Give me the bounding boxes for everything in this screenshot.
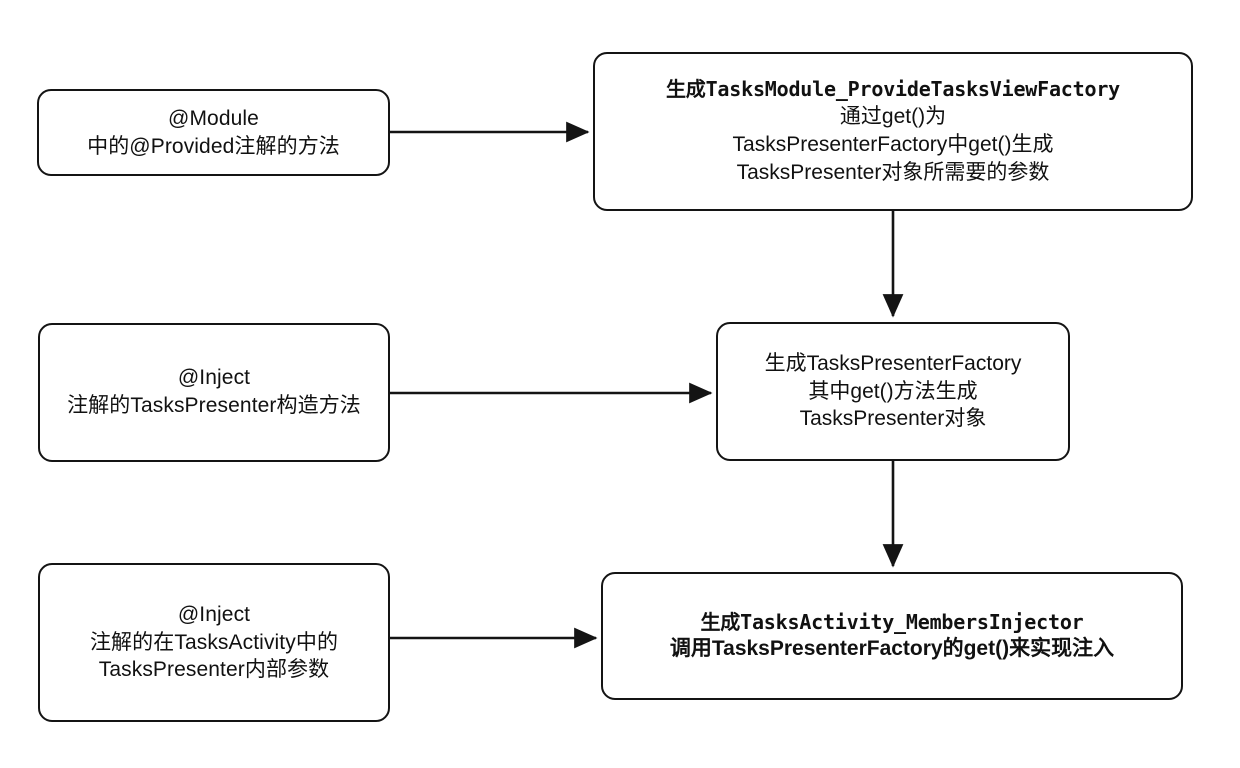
node-inject-field[interactable]: @Inject 注解的在TasksActivity中的 TasksPresent…	[38, 563, 390, 722]
node-module-method[interactable]: @Module 中的@Provided注解的方法	[37, 89, 390, 176]
node-tasks-presenter-factory[interactable]: 生成TasksPresenterFactory 其中get()方法生成 Task…	[716, 322, 1070, 461]
node-provide-tasks-view-factory-line-1: 生成TasksModule_ProvideTasksViewFactory	[666, 76, 1120, 103]
node-inject-field-line-1: @Inject	[177, 602, 251, 626]
node-inject-constructor-line-2: 注解的TasksPresenter构造方法	[67, 393, 361, 417]
node-provide-tasks-view-factory[interactable]: 生成TasksModule_ProvideTasksViewFactory 通过…	[593, 52, 1193, 211]
node-provide-tasks-view-factory-line-3: TasksPresenterFactory中get()生成	[732, 132, 1054, 156]
node-inject-field-line-2: 注解的在TasksActivity中的	[89, 630, 339, 654]
node-provide-tasks-view-factory-prefix: 生成	[665, 77, 706, 102]
node-tasks-activity-members-injector[interactable]: 生成TasksActivity_MembersInjector 调用TasksP…	[601, 572, 1183, 700]
node-module-method-line-1: @Module	[168, 106, 259, 130]
node-module-method-line-2: 中的@Provided注解的方法	[87, 134, 340, 158]
node-members-injector-prefix: 生成	[700, 609, 741, 634]
node-inject-constructor-line-1: @Inject	[177, 366, 251, 390]
node-members-injector-line-2: 调用TasksPresenterFactory的get()来实现注入	[669, 637, 1115, 661]
node-tasks-presenter-factory-line-3: TasksPresenter对象	[799, 407, 987, 431]
node-provide-tasks-view-factory-classname: TasksModule_ProvideTasksViewFactory	[705, 77, 1121, 102]
node-tasks-presenter-factory-line-2: 其中get()方法生成	[808, 379, 978, 403]
node-provide-tasks-view-factory-line-2: 通过get()为	[839, 104, 947, 128]
node-members-injector-classname: TasksActivity_MembersInjector	[740, 609, 1084, 634]
node-provide-tasks-view-factory-line-4: TasksPresenter对象所需要的参数	[736, 160, 1050, 184]
node-inject-constructor[interactable]: @Inject 注解的TasksPresenter构造方法	[38, 323, 390, 462]
node-members-injector-line-1: 生成TasksActivity_MembersInjector	[701, 609, 1084, 636]
node-inject-field-line-3: TasksPresenter内部参数	[98, 658, 330, 682]
node-tasks-presenter-factory-line-1: 生成TasksPresenterFactory	[764, 351, 1022, 375]
